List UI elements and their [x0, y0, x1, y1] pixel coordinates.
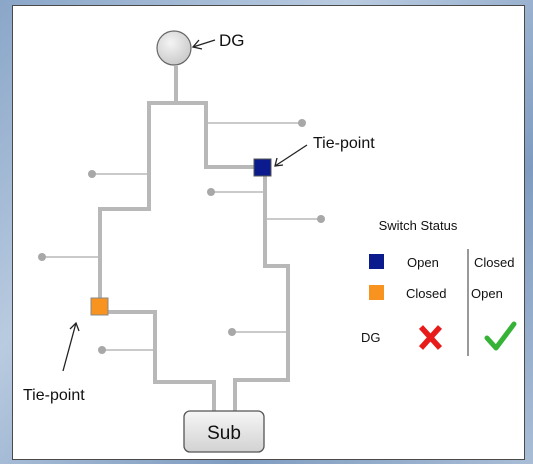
tie-point-top-label: Tie-point	[313, 135, 375, 152]
load-point	[98, 346, 106, 354]
dg-pointer-arrow	[192, 39, 216, 48]
right-feeder-line	[176, 101, 290, 413]
legend-blue-switch-icon	[369, 254, 384, 269]
tie-point-bottom-arrowhead	[69, 321, 80, 332]
tie-point-top-arrow	[274, 144, 308, 167]
switch-status-legend: Switch Status Open Closed Closed Open DG	[361, 218, 517, 356]
legend-orange-open: Open	[471, 286, 503, 301]
tie-point-bottom-label: Tie-point	[23, 387, 85, 404]
legend-orange-switch-icon	[369, 285, 384, 300]
left-feeder-line	[98, 66, 216, 413]
distribution-network-diagram: DG Tie-point Tie-point Sub Switch Status…	[23, 30, 517, 453]
dg-label: DG	[219, 31, 245, 50]
legend-header-closed: Closed	[474, 255, 514, 270]
dg-generator-icon	[156, 30, 192, 66]
legend-header-open: Open	[407, 255, 439, 270]
diagram-frame: DG Tie-point Tie-point Sub Switch Status…	[12, 5, 525, 460]
legend-orange-closed: Closed	[406, 286, 446, 301]
load-point	[38, 253, 46, 261]
substation-box	[183, 410, 265, 453]
feeder-lines	[98, 66, 290, 413]
load-point	[317, 215, 325, 223]
dg-arrowhead	[191, 39, 203, 50]
load-points	[38, 119, 325, 354]
tie-point-top-arrowhead	[274, 157, 284, 167]
legend-title: Switch Status	[379, 218, 458, 233]
load-point	[228, 328, 236, 336]
tie-point-switch-blue	[253, 158, 272, 177]
tie-point-bottom-arrow	[62, 322, 77, 372]
green-check-icon	[484, 321, 517, 351]
tie-point-switch-orange	[90, 297, 109, 316]
red-x-icon	[418, 325, 443, 350]
substation-label: Sub	[207, 423, 241, 444]
load-point	[207, 188, 215, 196]
load-point	[298, 119, 306, 127]
legend-dg-label: DG	[361, 330, 381, 345]
lateral-branches	[42, 122, 321, 351]
load-point	[88, 170, 96, 178]
